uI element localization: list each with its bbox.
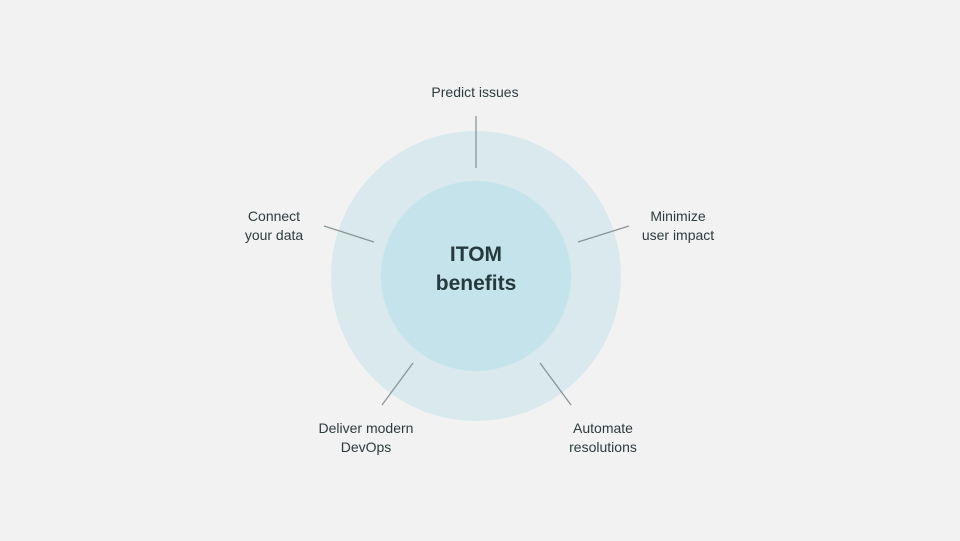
- benefit-label: resolutions: [569, 439, 637, 455]
- inner-circle: [381, 181, 571, 371]
- benefit-label: user impact: [641, 227, 715, 243]
- center-title-line1: ITOM: [449, 243, 503, 266]
- benefit-deliver-modern-devops: Deliver modern DevOps: [319, 419, 414, 457]
- benefit-label: Automate: [573, 420, 633, 436]
- benefit-connect-your-data: Connect your data: [245, 207, 303, 245]
- benefit-label: Deliver modern: [318, 420, 414, 436]
- benefit-label: DevOps: [340, 439, 392, 455]
- connector-minimize: [577, 225, 630, 243]
- benefit-label: Predict issues: [431, 84, 519, 100]
- benefit-label: Connect: [247, 208, 301, 224]
- benefit-automate-resolutions: Automate resolutions: [569, 419, 637, 457]
- benefit-predict-issues: Predict issues: [431, 83, 518, 102]
- connector-deliver: [381, 362, 414, 406]
- benefit-minimize-user-impact: Minimize user impact: [642, 207, 714, 245]
- benefit-label: your data: [244, 227, 304, 243]
- benefit-label: Minimize: [650, 208, 706, 224]
- center-title: ITOM benefits: [436, 240, 517, 298]
- connector-automate: [539, 362, 572, 406]
- connector-connect: [323, 225, 375, 243]
- center-title-line2: benefits: [435, 272, 517, 295]
